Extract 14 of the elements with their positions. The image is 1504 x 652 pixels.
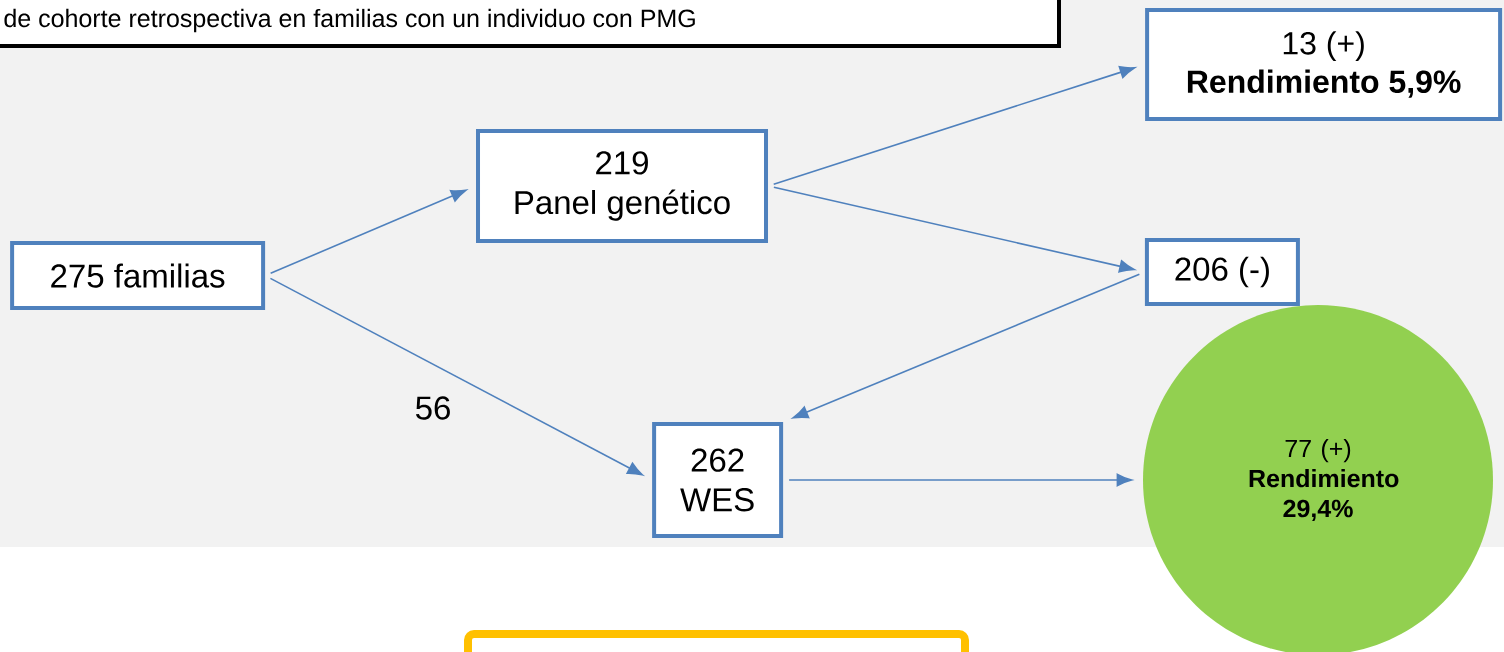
process-box: 206 (-) xyxy=(1144,238,1300,306)
process-box: 219 Panel genético xyxy=(476,129,768,243)
process-box: 262 WES xyxy=(652,422,784,538)
empty-box xyxy=(464,630,969,652)
process-box: 13 (+) Rendimiento 5,9% xyxy=(1145,7,1503,121)
arrow xyxy=(788,473,1133,487)
title-box: de cohorte retrospectiva en familias con un individuo con PMG xyxy=(0,0,1061,48)
arrow xyxy=(269,277,643,476)
arrow xyxy=(792,273,1141,419)
arrow xyxy=(772,66,1136,185)
arrow xyxy=(773,186,1135,273)
edge-label: 56 xyxy=(416,396,450,420)
arrow xyxy=(269,189,467,275)
process-box: 275 familias xyxy=(10,241,266,311)
